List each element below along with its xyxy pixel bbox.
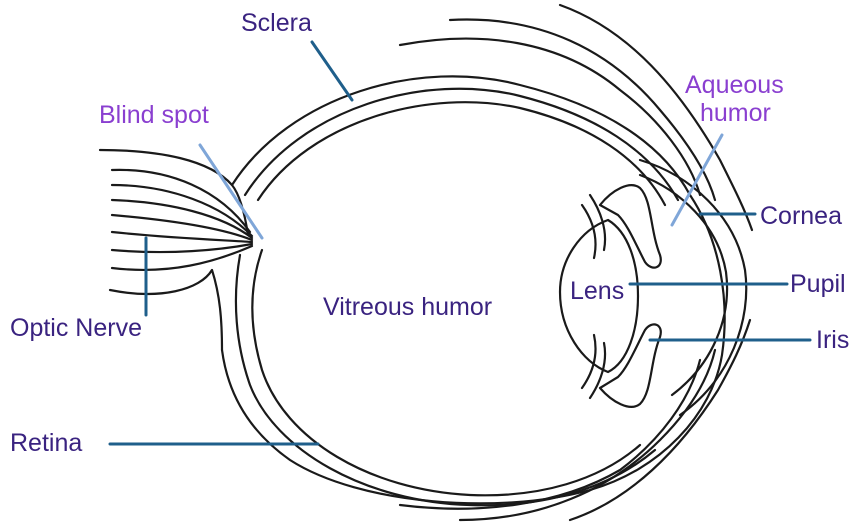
sclera-leader (312, 42, 352, 100)
label-cornea: Cornea (760, 204, 842, 229)
optic-nerve-fiber (112, 244, 252, 252)
label-lens: Lens (570, 279, 624, 304)
label-iris: Iris (816, 328, 849, 353)
label-optic-nerve: Optic Nerve (10, 316, 142, 341)
label-sclera: Sclera (241, 11, 312, 36)
iris-upper-outline (600, 185, 661, 267)
label-aqueous-humor-line2: humor (700, 101, 771, 126)
label-retina: Retina (10, 431, 82, 456)
iris-lower-outline (600, 324, 661, 406)
label-blind-spot: Blind spot (99, 103, 209, 128)
label-pupil: Pupil (790, 272, 846, 297)
lower-eyelid-outline (400, 360, 700, 509)
label-aqueous-humor-line1: Aqueous (685, 73, 784, 98)
label-vitreous-humor: Vitreous humor (323, 295, 492, 320)
optic-nerve-fiber (112, 246, 252, 270)
